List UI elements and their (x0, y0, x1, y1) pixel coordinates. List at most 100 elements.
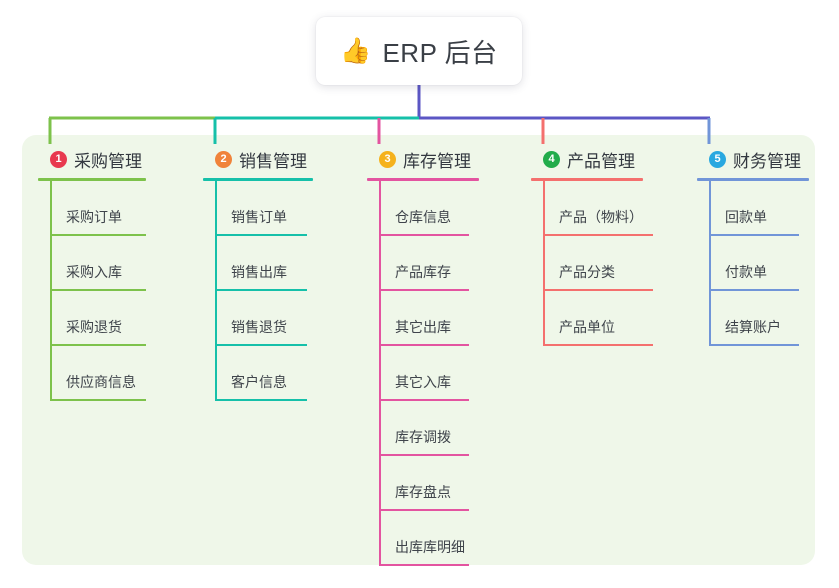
leaf-label: 其它出库 (395, 319, 451, 335)
branch-rule (531, 178, 643, 181)
branch-column-3: 3 库存管理仓库信息产品库存其它出库其它入库库存调拨库存盘点出库库明细 (367, 146, 479, 566)
branch-title: 产品管理 (567, 151, 635, 171)
branch-column-1: 1 采购管理采购订单采购入库采购退货供应商信息 (38, 146, 146, 401)
diagram-background-panel (22, 135, 815, 565)
branch-number-badge: 4 (543, 150, 560, 168)
leaf-label: 产品单位 (559, 319, 615, 335)
branch-column-5: 5 财务管理回款单付款单结算账户 (697, 146, 809, 346)
leaf-label: 采购订单 (66, 209, 122, 225)
leaf-label: 销售出库 (231, 264, 287, 280)
branch-number-badge: 5 (709, 150, 726, 168)
branch-spine (379, 181, 381, 566)
leaf-label: 产品库存 (395, 264, 451, 280)
leaf-item[interactable]: 采购退货 (50, 291, 146, 346)
leaf-rule (379, 564, 469, 566)
leaf-item[interactable]: 出库库明细 (379, 511, 479, 566)
branch-number-badge: 1 (50, 150, 67, 168)
leaf-label: 供应商信息 (66, 374, 136, 390)
branch-leaf-list: 采购订单采购入库采购退货供应商信息 (38, 181, 146, 401)
branch-column-2: 2 销售管理销售订单销售出库销售退货客户信息 (203, 146, 313, 401)
leaf-item[interactable]: 付款单 (709, 236, 809, 291)
leaf-label: 出库库明细 (395, 539, 465, 555)
leaf-rule (215, 289, 307, 291)
leaf-label: 采购入库 (66, 264, 122, 280)
leaf-item[interactable]: 结算账户 (709, 291, 809, 346)
leaf-item[interactable]: 产品（物料） (543, 181, 653, 236)
branch-header-2[interactable]: 2 销售管理 (203, 146, 313, 172)
leaf-label: 付款单 (725, 264, 767, 280)
leaf-rule (543, 234, 653, 236)
leaf-item[interactable]: 其它入库 (379, 346, 479, 401)
leaf-item[interactable]: 库存盘点 (379, 456, 479, 511)
branch-title: 销售管理 (239, 151, 307, 171)
branch-leaf-list: 仓库信息产品库存其它出库其它入库库存调拨库存盘点出库库明细 (367, 181, 479, 566)
branch-title: 采购管理 (74, 151, 142, 171)
leaf-label: 产品分类 (559, 264, 615, 280)
leaf-rule (709, 234, 799, 236)
leaf-rule (379, 454, 469, 456)
leaf-label: 销售订单 (231, 209, 287, 225)
branch-title: 库存管理 (403, 151, 471, 171)
leaf-rule (50, 344, 146, 346)
leaf-label: 库存盘点 (395, 484, 451, 500)
leaf-label: 结算账户 (725, 319, 781, 335)
branch-header-5[interactable]: 5 财务管理 (697, 146, 809, 172)
leaf-rule (50, 289, 146, 291)
leaf-item[interactable]: 库存调拨 (379, 401, 479, 456)
leaf-rule (543, 344, 653, 346)
thumbs-up-icon: 👍 (340, 36, 372, 65)
leaf-rule (379, 344, 469, 346)
leaf-item[interactable]: 产品分类 (543, 236, 653, 291)
leaf-rule (215, 399, 307, 401)
branch-spine (215, 181, 217, 401)
leaf-item[interactable]: 采购入库 (50, 236, 146, 291)
branch-spine (709, 181, 711, 346)
branch-rule (38, 178, 146, 181)
leaf-rule (215, 344, 307, 346)
branch-rule (367, 178, 479, 181)
leaf-item[interactable]: 销售出库 (215, 236, 313, 291)
root-node[interactable]: 👍 ERP 后台 (316, 17, 522, 85)
branch-title: 财务管理 (733, 151, 801, 171)
leaf-label: 客户信息 (231, 374, 287, 390)
leaf-item[interactable]: 供应商信息 (50, 346, 146, 401)
leaf-label: 仓库信息 (395, 209, 451, 225)
leaf-rule (50, 234, 146, 236)
leaf-rule (50, 399, 146, 401)
branch-spine (50, 181, 52, 401)
leaf-item[interactable]: 产品单位 (543, 291, 653, 346)
leaf-label: 销售退货 (231, 319, 287, 335)
branch-leaf-list: 产品（物料） 产品分类产品单位 (531, 181, 653, 346)
branch-leaf-list: 销售订单销售出库销售退货客户信息 (203, 181, 313, 401)
leaf-rule (379, 399, 469, 401)
root-title: ERP 后台 (382, 37, 498, 68)
branch-number-badge: 3 (379, 150, 396, 168)
leaf-rule (709, 344, 799, 346)
leaf-item[interactable]: 客户信息 (215, 346, 313, 401)
leaf-rule (379, 509, 469, 511)
leaf-item[interactable]: 销售退货 (215, 291, 313, 346)
branch-header-3[interactable]: 3 库存管理 (367, 146, 479, 172)
leaf-label: 其它入库 (395, 374, 451, 390)
branch-column-4: 4 产品管理产品（物料） 产品分类产品单位 (531, 146, 653, 346)
branch-rule (697, 178, 809, 181)
leaf-rule (379, 234, 469, 236)
leaf-item[interactable]: 其它出库 (379, 291, 479, 346)
leaf-item[interactable]: 仓库信息 (379, 181, 479, 236)
leaf-label: 回款单 (725, 209, 767, 225)
leaf-item[interactable]: 回款单 (709, 181, 809, 236)
branch-header-1[interactable]: 1 采购管理 (38, 146, 146, 172)
leaf-rule (215, 234, 307, 236)
leaf-item[interactable]: 采购订单 (50, 181, 146, 236)
branch-spine (543, 181, 545, 346)
branch-header-4[interactable]: 4 产品管理 (531, 146, 643, 172)
branch-leaf-list: 回款单付款单结算账户 (697, 181, 809, 346)
branch-number-badge: 2 (215, 150, 232, 168)
leaf-rule (379, 289, 469, 291)
leaf-rule (543, 289, 653, 291)
leaf-item[interactable]: 销售订单 (215, 181, 313, 236)
branch-rule (203, 178, 313, 181)
leaf-item[interactable]: 产品库存 (379, 236, 479, 291)
